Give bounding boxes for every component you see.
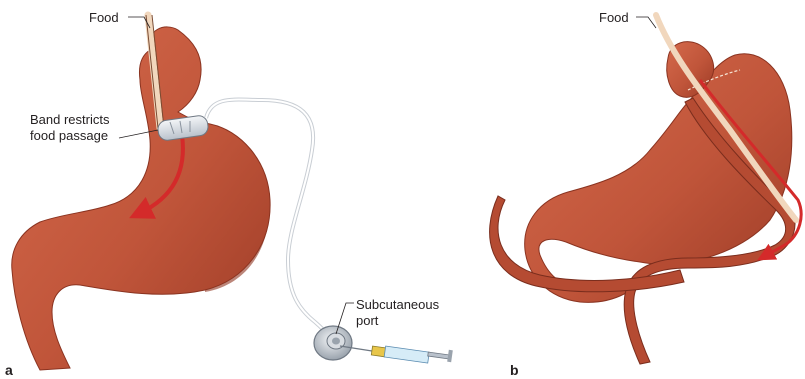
- stomach-a: [12, 27, 270, 370]
- band-label-line1: Band restricts: [30, 112, 109, 127]
- panel-letter-a: a: [5, 362, 13, 378]
- syringe: [340, 346, 453, 363]
- food-label-b: Food: [599, 10, 629, 25]
- food-label-a: Food: [89, 10, 119, 25]
- panel-letter-b: b: [510, 362, 519, 378]
- band-label-line2: food passage: [30, 128, 108, 143]
- subcutaneous-port: [314, 326, 352, 360]
- port-label-line1: Subcutaneous: [356, 297, 439, 312]
- port-label-line2: port: [356, 313, 378, 328]
- panel-b: [490, 15, 802, 364]
- panel-a: [12, 15, 453, 370]
- food-leader-b: [636, 17, 656, 28]
